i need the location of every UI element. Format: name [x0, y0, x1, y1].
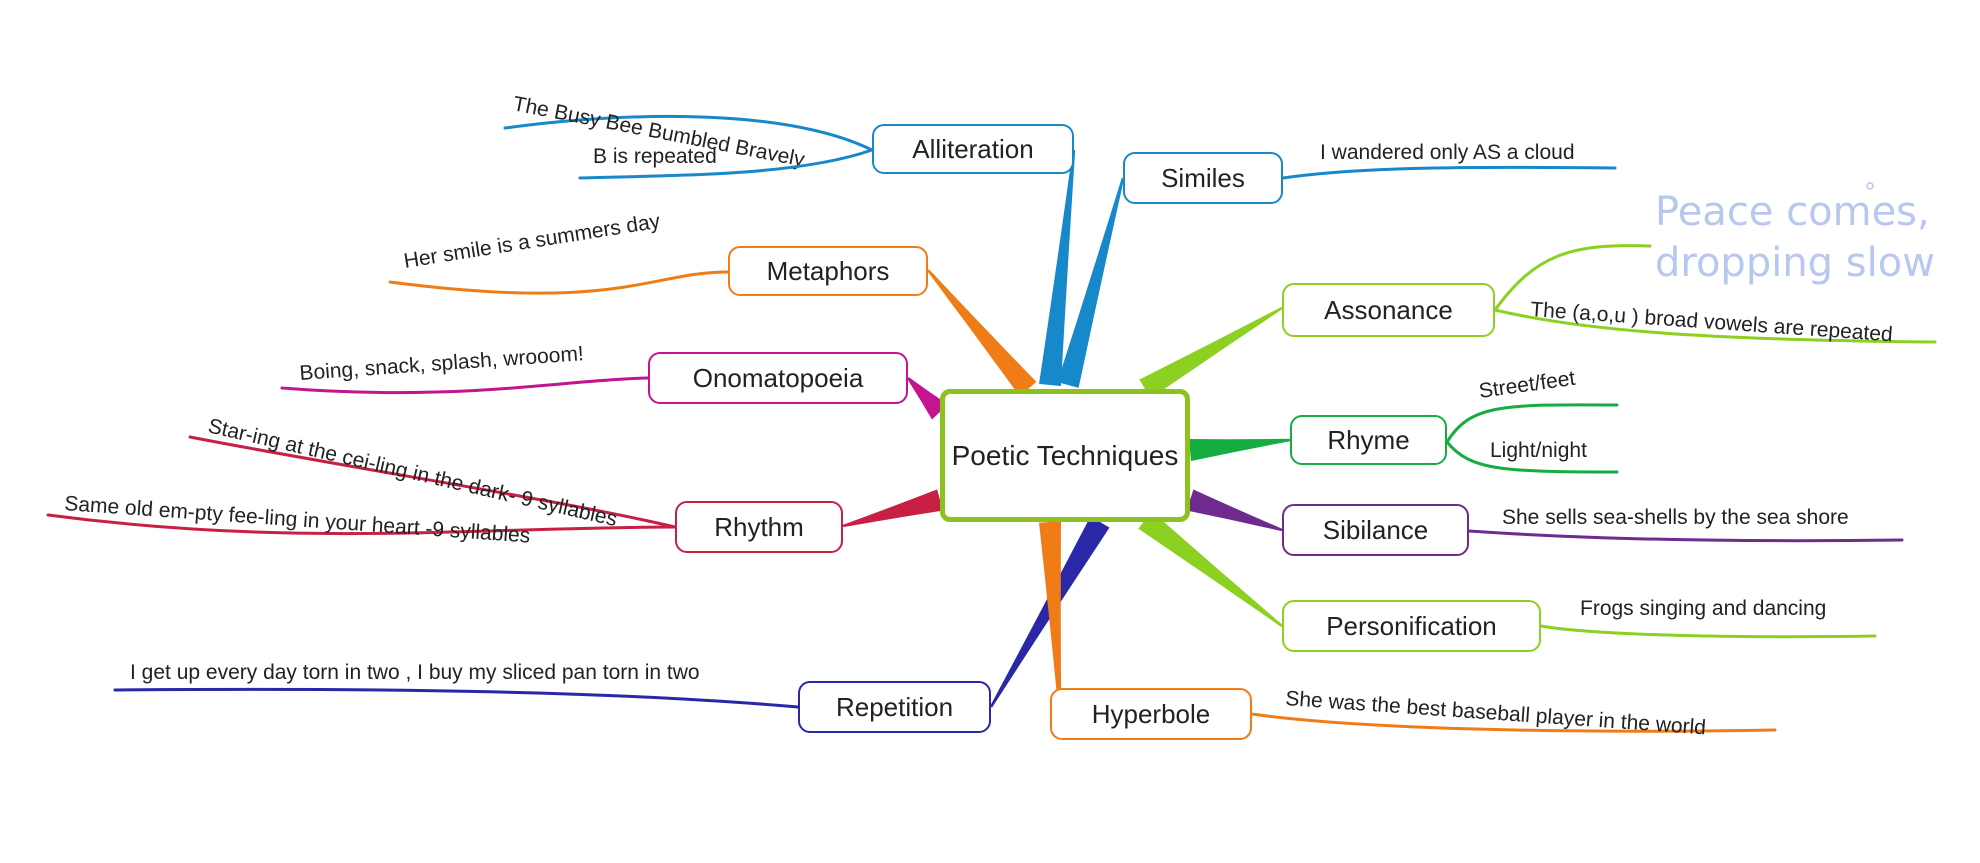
branch-connector-personification — [1138, 511, 1283, 627]
branch-node-rhythm[interactable]: Rhythm — [675, 501, 843, 553]
detail-text-repetition: I get up every day torn in two , I buy m… — [130, 661, 700, 684]
detail-connector-similes — [1281, 165, 1617, 180]
branch-connector-onomatopoeia — [907, 377, 949, 420]
central-topic[interactable]: Poetic Techniques — [940, 389, 1190, 522]
detail-connector-rhyme — [1445, 403, 1619, 444]
detail-connector-hyperbole — [1250, 712, 1777, 733]
branch-label-similes: Similes — [1161, 162, 1245, 193]
branch-label-rhythm: Rhythm — [714, 511, 804, 542]
detail-connector-onomatopoeia — [280, 376, 650, 395]
branch-connector-alliteration — [1039, 149, 1076, 387]
detail-connector-repetition — [113, 687, 800, 709]
branch-label-repetition: Repetition — [835, 691, 954, 722]
branch-label-rhyme: Rhyme — [1327, 424, 1410, 455]
detail-connector-rhythm — [46, 513, 677, 536]
detail-text-similes: I wandered only AS a cloud — [1320, 141, 1575, 164]
detail-text-sibilance: She sells sea-shells by the sea shore — [1502, 506, 1849, 529]
branch-label-personification: Personification — [1326, 610, 1497, 641]
branch-label-sibilance: Sibilance — [1322, 514, 1429, 545]
detail-connector-rhyme — [1445, 440, 1619, 474]
detail-connector-personification — [1539, 624, 1877, 639]
detail-text-personification: Frogs singing and dancing — [1580, 597, 1826, 620]
handwritten-note-line: Peace comes, — [1655, 189, 1930, 235]
central-topic-label: Poetic Techniques — [951, 439, 1179, 471]
branch-node-assonance[interactable]: Assonance — [1282, 283, 1495, 337]
branch-connector-metaphors — [927, 269, 1037, 397]
branch-node-rhyme[interactable]: Rhyme — [1290, 415, 1447, 465]
detail-text-metaphors: Her smile is a summers day — [402, 210, 662, 273]
branch-connector-sibilance — [1186, 489, 1283, 532]
detail-text-assonance: The (a,o,u ) broad vowels are repeated — [1530, 298, 1894, 346]
detail-text-alliteration: B is repeated — [593, 145, 717, 168]
branch-connector-hyperbole — [1039, 521, 1062, 715]
note-dot-icon — [1866, 182, 1874, 190]
branch-connector-rhythm — [842, 489, 943, 528]
branch-node-alliteration[interactable]: Alliteration — [872, 124, 1074, 174]
branch-connector-assonance — [1139, 306, 1283, 399]
detail-connector-alliteration — [578, 148, 874, 180]
detail-connector-assonance — [1493, 244, 1652, 312]
branch-label-alliteration: Alliteration — [912, 133, 1034, 164]
branch-label-hyperbole: Hyperbole — [1091, 698, 1211, 729]
branch-connector-similes — [1057, 177, 1125, 388]
branch-label-onomatopoeia: Onomatopoeia — [692, 362, 864, 393]
branch-node-similes[interactable]: Similes — [1123, 152, 1283, 204]
detail-text-hyperbole: She was the best baseball player in the … — [1285, 687, 1707, 739]
detail-connector-alliteration — [503, 114, 874, 152]
branch-node-metaphors[interactable]: Metaphors — [728, 246, 928, 296]
handwritten-note-line: dropping slow — [1655, 240, 1935, 286]
branch-node-repetition[interactable]: Repetition — [798, 681, 991, 733]
branch-node-sibilance[interactable]: Sibilance — [1282, 504, 1469, 556]
detail-connector-assonance — [1493, 308, 1937, 344]
detail-text-onomatopoeia: Boing, snack, splash, wrooom! — [299, 342, 585, 385]
detail-text-rhyme: Light/night — [1490, 439, 1587, 462]
branch-node-onomatopoeia[interactable]: Onomatopoeia — [648, 352, 908, 404]
detail-text-rhyme: Street/feet — [1477, 367, 1576, 403]
detail-connector-metaphors — [388, 270, 730, 295]
branch-label-assonance: Assonance — [1324, 294, 1453, 325]
detail-connector-sibilance — [1467, 529, 1904, 543]
branch-node-hyperbole[interactable]: Hyperbole — [1050, 688, 1252, 740]
branch-label-metaphors: Metaphors — [766, 255, 890, 286]
detail-connector-rhythm — [188, 435, 677, 529]
branch-connector-rhyme — [1188, 438, 1291, 461]
detail-text-rhythm: Same old em-pty fee-ling in your heart -… — [64, 492, 531, 548]
branch-node-personification[interactable]: Personification — [1282, 600, 1541, 652]
